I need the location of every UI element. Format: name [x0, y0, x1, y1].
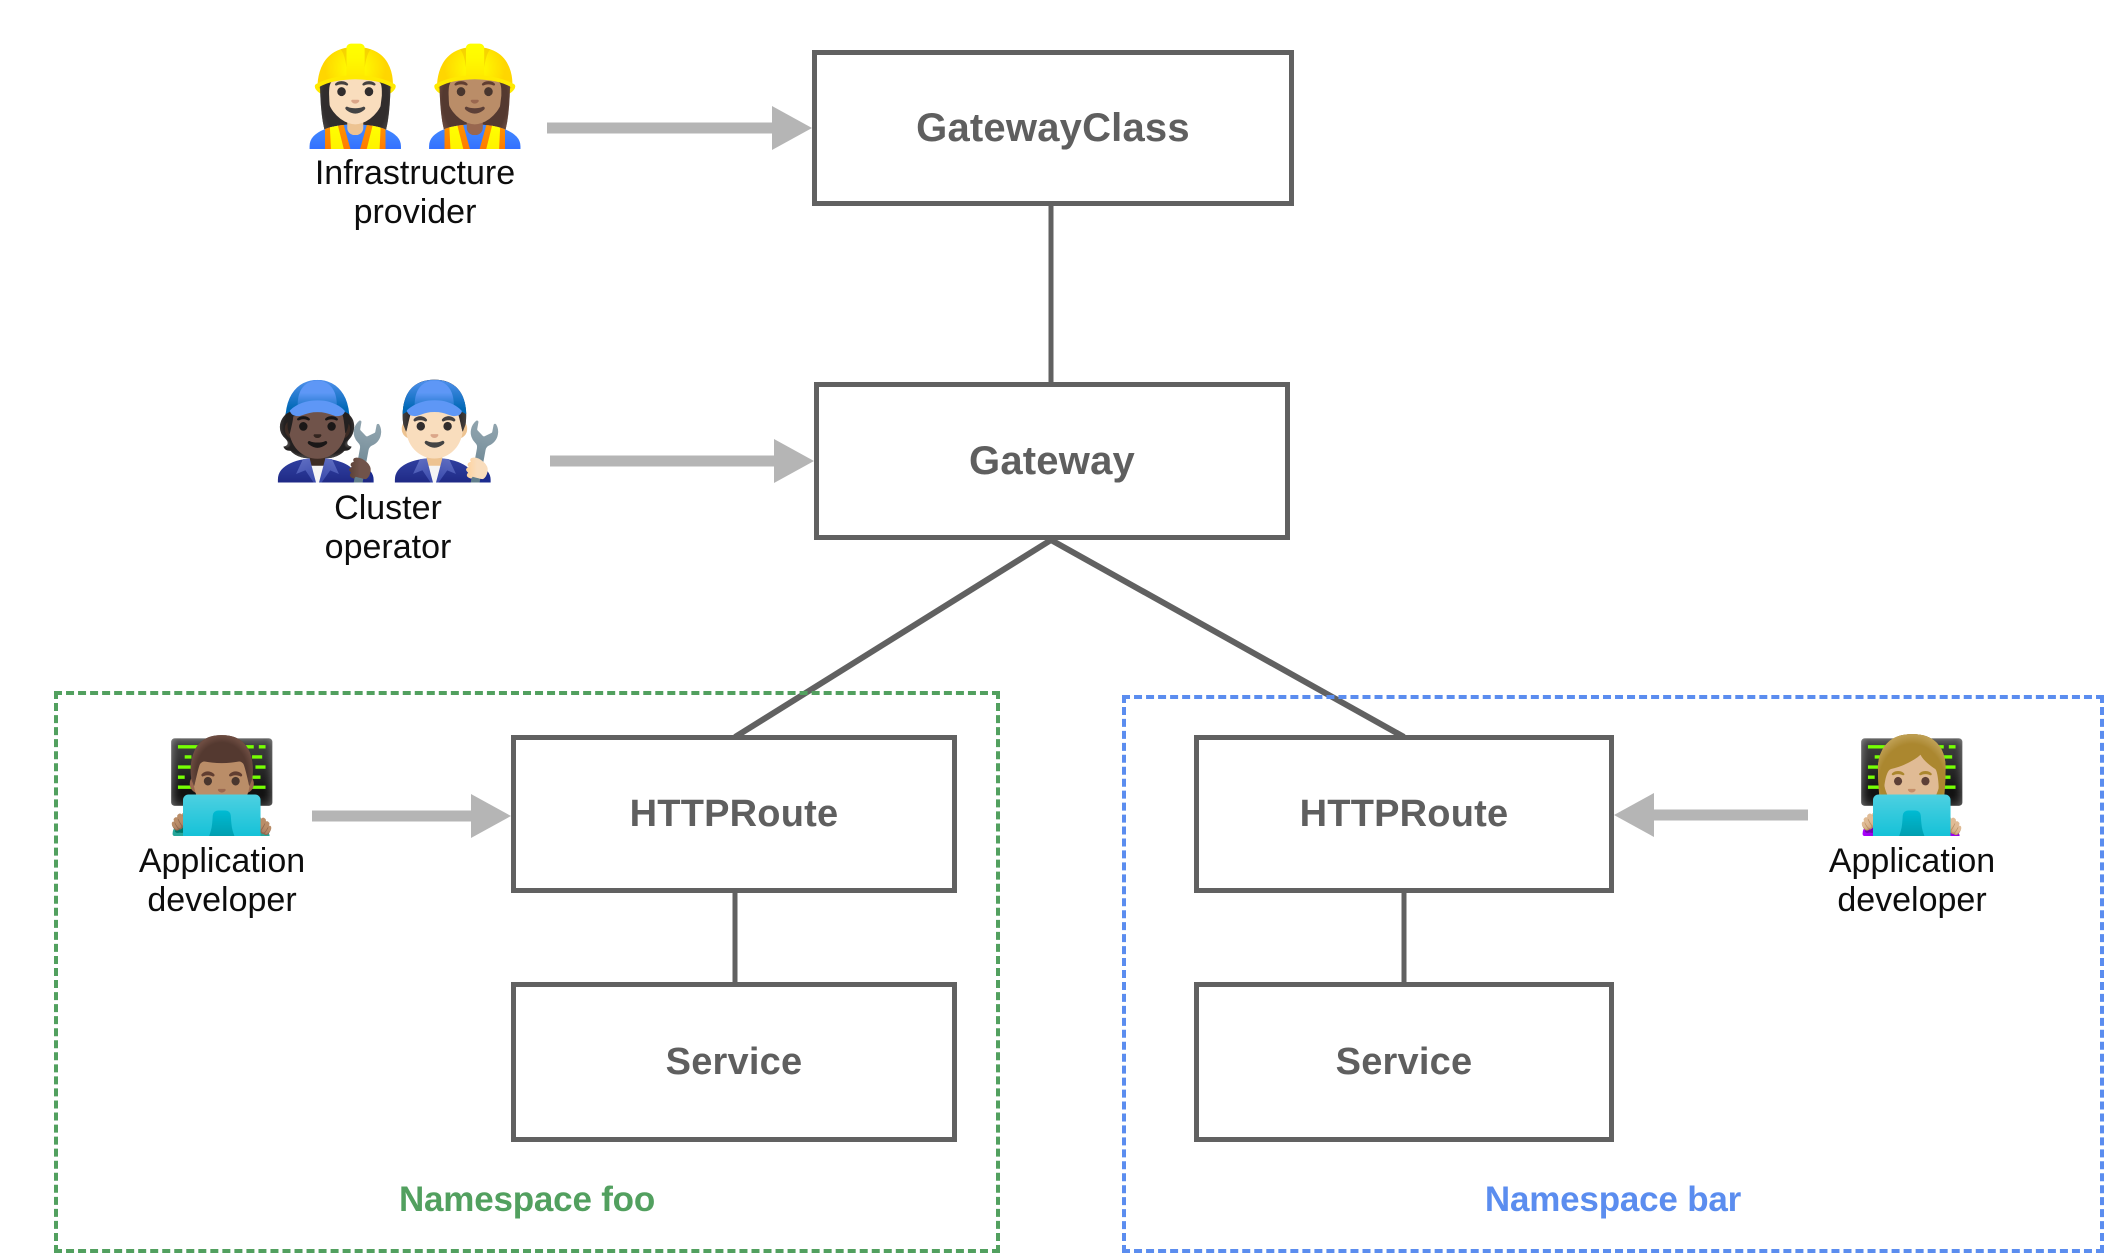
node-service-bar-label: Service — [1335, 1040, 1473, 1083]
persona-infrastructure-provider-label: Infrastructure provider — [314, 154, 516, 232]
node-service-foo-label: Service — [665, 1040, 803, 1083]
node-gatewayclass-label: GatewayClass — [916, 105, 1190, 150]
persona-application-developer-foo: 👨🏽‍💻 Application developer — [82, 740, 362, 921]
persona-infrastructure-provider: 👷🏻‍♀️👷🏽‍♀️ Infrastructure provider — [245, 48, 585, 233]
mechanic-people-emoji: 🧑🏿‍🔧👨🏻‍🔧 — [270, 377, 506, 486]
arrow-cluster-operator-to-gateway — [550, 439, 814, 483]
arrow-infra-to-gatewayclass — [547, 106, 812, 150]
node-httproute-bar[interactable]: HTTPRoute — [1194, 735, 1614, 893]
node-httproute-foo[interactable]: HTTPRoute — [511, 735, 957, 893]
node-service-bar[interactable]: Service — [1194, 982, 1614, 1142]
construction-worker-women-emoji: 👷🏻‍♀️👷🏽‍♀️ — [295, 40, 535, 152]
persona-cluster-operator: 🧑🏿‍🔧👨🏻‍🔧 Cluster operator — [228, 385, 548, 568]
node-httproute-bar-label: HTTPRoute — [1299, 792, 1509, 835]
namespace-frame-foo — [54, 691, 1000, 1253]
node-httproute-foo-label: HTTPRoute — [629, 792, 839, 835]
persona-application-developer-bar: 👩🏼‍💻 Application developer — [1772, 740, 2052, 921]
node-service-foo[interactable]: Service — [511, 982, 957, 1142]
node-gateway[interactable]: Gateway — [814, 382, 1290, 540]
node-gatewayclass[interactable]: GatewayClass — [812, 50, 1294, 206]
namespace-frame-bar — [1122, 695, 2104, 1253]
persona-application-developer-bar-label: Application developer — [1828, 842, 1996, 920]
node-gateway-label: Gateway — [969, 438, 1135, 483]
woman-technologist-emoji: 👩🏼‍💻 — [1854, 732, 1970, 839]
persona-cluster-operator-label: Cluster operator — [324, 489, 452, 567]
man-technologist-emoji: 👨🏽‍💻 — [164, 732, 280, 839]
persona-application-developer-foo-label: Application developer — [138, 842, 306, 920]
